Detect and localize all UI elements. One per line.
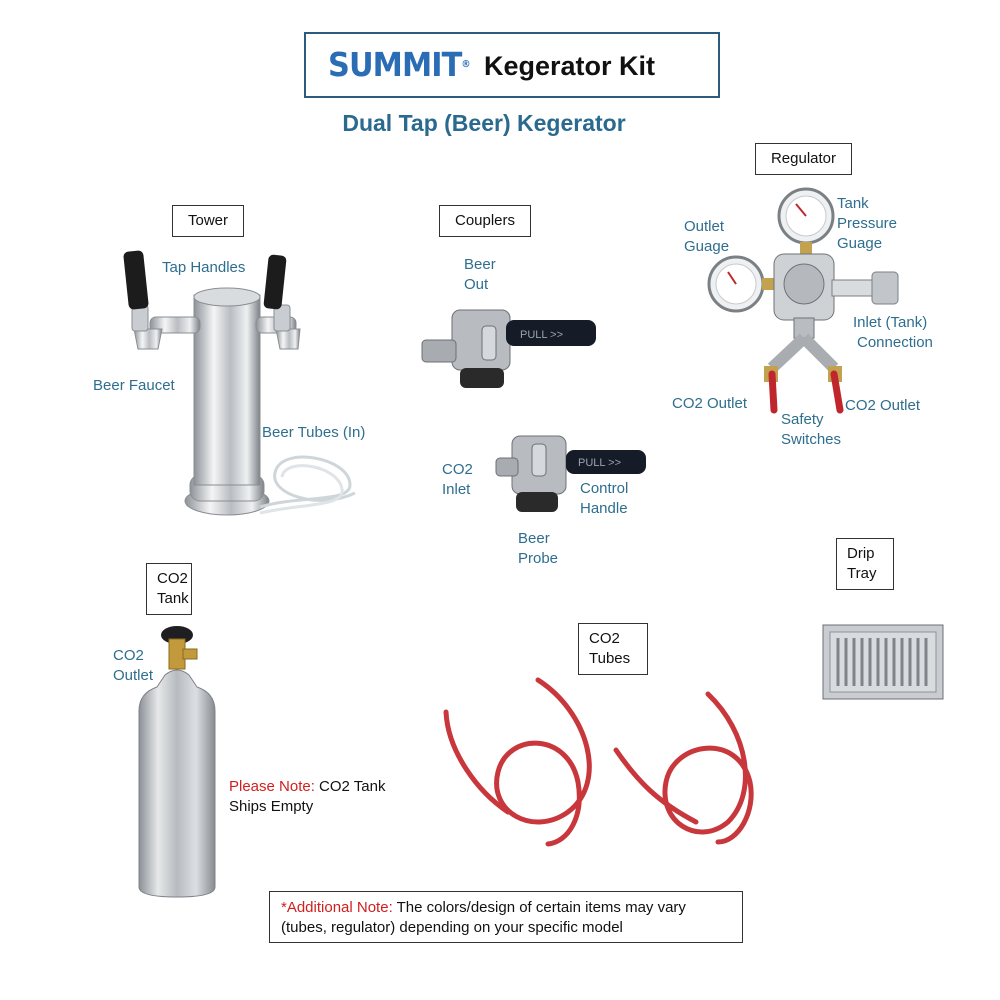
coupler-probe-illustration: PULL >>	[495, 435, 646, 512]
coupler-pull-text-2: PULL >>	[578, 457, 621, 469]
please-note-line1: CO2 Tank	[314, 778, 386, 795]
additional-note-box: *Additional Note: The colors/design of c…	[269, 891, 743, 943]
tank-co2-outlet-line2: Outlet	[113, 667, 154, 684]
beer-probe-line2: Probe	[518, 550, 559, 567]
outlet-gauge-line2: Guage	[684, 238, 730, 255]
brand-registered-mark: ®	[461, 59, 471, 70]
additional-note-line2: (tubes, regulator) depending on your spe…	[281, 919, 623, 936]
tank-co2-outlet-line1: CO2	[113, 647, 144, 664]
section-label-tower: Tower	[172, 205, 244, 237]
please-note-prefix: Please Note:	[229, 778, 315, 795]
kit-title: Kegerator Kit	[484, 51, 656, 81]
drip-tray-label-line2: Tray	[847, 565, 877, 582]
drip-tray-label-line1: Drip	[847, 545, 875, 562]
tank-pressure-line3: Guage	[837, 235, 883, 252]
beer-out-line2: Out	[464, 276, 489, 293]
tank-empty-note: Please Note: CO2 Tank Ships Empty	[229, 777, 385, 817]
beer-tower-illustration	[123, 250, 356, 516]
regulator-illustration	[707, 187, 899, 414]
co2-tubes-illustration	[443, 677, 754, 847]
section-label-regulator: Regulator	[755, 143, 852, 175]
beer-out-label: Beer Out	[464, 255, 496, 295]
beer-faucet-label: Beer Faucet	[93, 377, 175, 394]
inlet-line1: Inlet (Tank)	[853, 314, 928, 331]
safety-switches-label: Safety Switches	[781, 410, 841, 450]
additional-note-line1: The colors/design of certain items may v…	[392, 899, 686, 916]
beer-tubes-in-label: Beer Tubes (In)	[262, 424, 366, 441]
coupler-beer-out-illustration: PULL >>	[421, 309, 596, 388]
brand-logo: SUMMIT®	[328, 47, 471, 83]
brand-name: SUMMIT	[328, 45, 462, 84]
tank-pressure-line1: Tank	[837, 195, 869, 212]
tank-pressure-line2: Pressure	[837, 215, 898, 232]
co2-tubes-label-line1: CO2	[589, 630, 620, 647]
tank-co2-outlet-label: CO2 Outlet	[113, 646, 153, 686]
section-label-co2-tubes: CO2 Tubes	[578, 623, 648, 675]
co2-tank-illustration	[138, 626, 216, 898]
drip-tray-illustration	[822, 624, 944, 700]
inlet-line2: Connection	[857, 334, 933, 351]
outlet-gauge-label: Outlet Guage	[684, 217, 729, 257]
control-handle-label: Control Handle	[580, 479, 628, 519]
tap-handles-label: Tap Handles	[162, 259, 246, 276]
header-box: SUMMIT® Kegerator Kit	[304, 32, 720, 98]
additional-note-prefix: *Additional Note:	[281, 899, 393, 916]
inlet-connection-label: Inlet (Tank) Connection	[853, 313, 933, 353]
section-label-drip-tray: Drip Tray	[836, 538, 894, 590]
coupler-pull-text: PULL >>	[520, 329, 563, 341]
section-label-co2-tank: CO2 Tank	[146, 563, 192, 615]
please-note-line2: Ships Empty	[229, 798, 314, 815]
tank-pressure-gauge-label: Tank Pressure Guage	[837, 194, 897, 254]
co2-tank-label-line1: CO2	[157, 570, 188, 587]
control-handle-line1: Control	[580, 480, 629, 497]
outlet-gauge-line1: Outlet	[684, 218, 725, 235]
beer-out-line1: Beer	[464, 256, 496, 273]
co2-inlet-label: CO2 Inlet	[442, 460, 473, 500]
co2-outlet-right-label: CO2 Outlet	[845, 397, 921, 414]
safety-line2: Switches	[781, 431, 842, 448]
co2-outlet-left-label: CO2 Outlet	[672, 395, 748, 412]
safety-line1: Safety	[781, 411, 824, 428]
co2-inlet-line2: Inlet	[442, 481, 471, 498]
page-subtitle: Dual Tap (Beer) Kegerator	[342, 110, 626, 136]
drip-tray-slots	[836, 638, 928, 686]
co2-tank-label-line2: Tank	[157, 590, 189, 607]
co2-tubes-label-line2: Tubes	[589, 650, 631, 667]
control-handle-line2: Handle	[580, 500, 628, 517]
section-label-couplers: Couplers	[439, 205, 531, 237]
beer-probe-label: Beer Probe	[518, 529, 558, 569]
beer-probe-line1: Beer	[518, 530, 550, 547]
co2-inlet-line1: CO2	[442, 461, 473, 478]
